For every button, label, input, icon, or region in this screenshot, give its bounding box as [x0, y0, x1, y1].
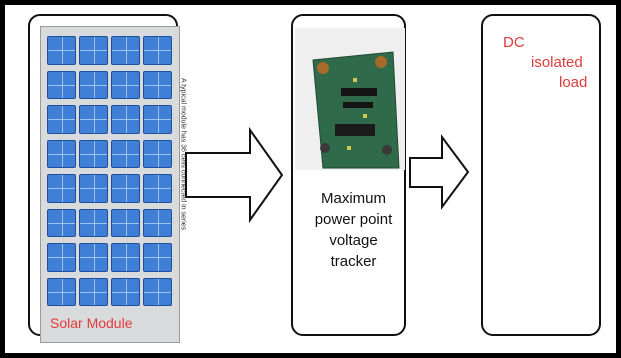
load-line-3: load: [559, 74, 588, 91]
solar-cell: [79, 139, 108, 168]
solar-cell: [111, 277, 140, 306]
arrow-shape-1: [185, 126, 284, 224]
solar-module-label: Solar Module: [50, 315, 133, 331]
mppt-board-image: [295, 28, 405, 170]
mppt-label: Maximum power point voltage tracker: [301, 188, 406, 272]
solar-cell: [111, 105, 140, 134]
solar-cell: [47, 174, 76, 203]
solar-cell: [143, 174, 172, 203]
solar-cell: [111, 70, 140, 99]
solar-cell: [47, 70, 76, 99]
solar-module-block: A typical module has 36 cells connected …: [28, 14, 187, 343]
solar-cell: [111, 208, 140, 237]
solar-cell: [79, 105, 108, 134]
solar-cell: [47, 208, 76, 237]
solar-cell: [79, 243, 108, 272]
solar-cell: [111, 174, 140, 203]
solar-cell: [143, 208, 172, 237]
mppt-line-2: power point: [314, 211, 393, 228]
solar-cell: [47, 243, 76, 272]
solar-cell: [143, 243, 172, 272]
load-line-2: isolated: [531, 54, 583, 71]
solar-cell: [111, 139, 140, 168]
solar-cell: [143, 139, 172, 168]
solar-cell: [79, 208, 108, 237]
solar-cell: [47, 139, 76, 168]
mppt-line-4: tracker: [330, 253, 377, 270]
solar-cell: [47, 105, 76, 134]
mppt-line-1: Maximum: [320, 190, 386, 207]
load-line-1: DC: [503, 34, 525, 51]
solar-cell: [111, 36, 140, 65]
solar-cell-grid: [47, 36, 172, 306]
solar-cell: [111, 243, 140, 272]
mppt-block: Maximum power point voltage tracker: [291, 14, 406, 336]
solar-cell: [143, 36, 172, 65]
solar-cell: [47, 277, 76, 306]
solar-cell: [47, 36, 76, 65]
solar-cell: [79, 70, 108, 99]
solar-cell: [143, 70, 172, 99]
solar-cell: [79, 174, 108, 203]
solar-cell: [79, 36, 108, 65]
solar-cell: [143, 277, 172, 306]
load-block: DC isolated load: [481, 14, 601, 336]
arrow-shape-2: [409, 133, 470, 211]
mppt-line-3: voltage: [329, 232, 378, 249]
solar-cell: [143, 105, 172, 134]
solar-cell: [79, 277, 108, 306]
